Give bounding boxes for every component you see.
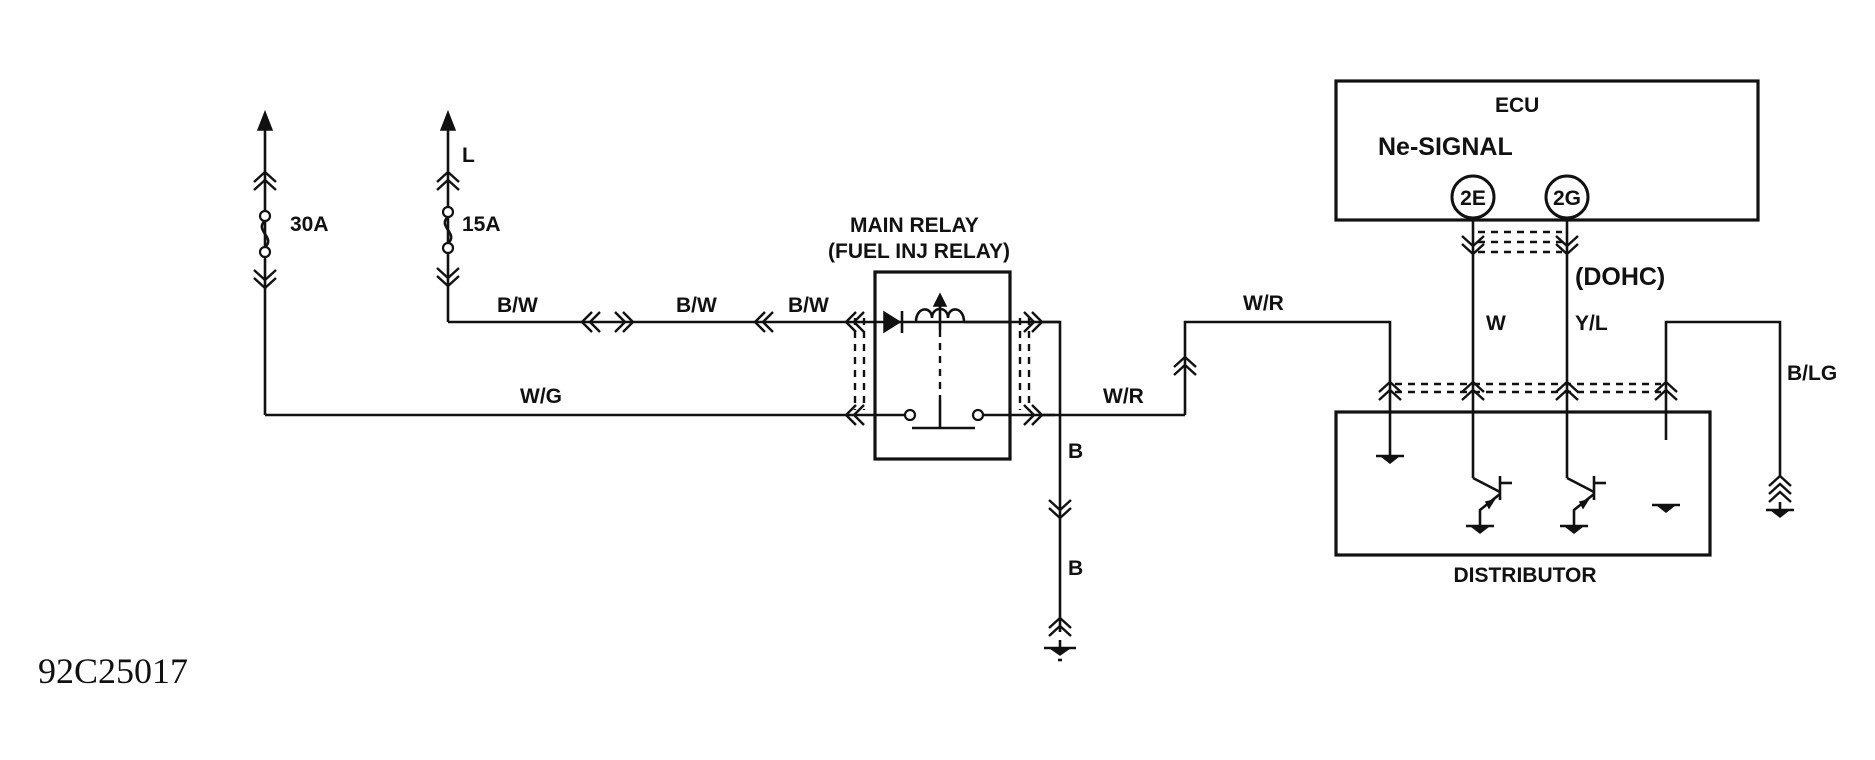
relay-switch-icon	[903, 400, 985, 430]
connector-icon	[844, 404, 865, 426]
wire-label-wr-2: W/R	[1243, 292, 1284, 315]
connector-icon	[1461, 380, 1485, 401]
connector-icon	[436, 267, 460, 288]
wire-bw: B/W B/W B/W	[448, 294, 1060, 333]
distributor-title: DISTRIBUTOR	[1453, 564, 1596, 587]
fuse-30a-label: 30A	[290, 213, 329, 236]
wire-label-wr-1: W/R	[1103, 385, 1144, 408]
connector-icon	[580, 311, 635, 333]
connector-icon	[1461, 235, 1485, 256]
wire-label-b-2: B	[1068, 557, 1083, 580]
ecu-pin-2e-label: 2E	[1460, 187, 1486, 210]
arrow-up-icon	[439, 109, 457, 131]
ecu-variant-label: (DOHC)	[1575, 263, 1665, 291]
supply-30a-branch: 30A	[253, 109, 329, 415]
ground-icon	[1466, 524, 1494, 534]
fuse-icon	[258, 209, 272, 259]
fuse-15a-label: 15A	[462, 213, 501, 236]
ground-icon	[1652, 503, 1680, 513]
ground-icon	[1560, 524, 1588, 534]
ecu: ECU Ne-SIGNAL 2E 2G (DOHC)	[1334, 79, 1760, 291]
transistor-icon	[1472, 476, 1512, 526]
relay-coil-icon	[914, 292, 966, 330]
wire-label-wg: W/G	[520, 385, 562, 408]
relay-box	[873, 270, 1012, 461]
supply-15a-branch: L 15A	[436, 109, 501, 322]
wire-wr: W/R W/R	[1103, 292, 1392, 415]
connector-icon	[753, 311, 774, 333]
ecu-pin-2g-label: 2G	[1553, 187, 1581, 210]
ecu-title: ECU	[1495, 94, 1539, 117]
ground-icon	[1044, 640, 1076, 662]
wire-label-yl: Y/L	[1575, 312, 1608, 335]
connector-icon	[1048, 616, 1072, 637]
distributor: DISTRIBUTOR	[1334, 410, 1712, 587]
distributor-connector-row	[1378, 380, 1678, 401]
wire-label-blg: B/LG	[1787, 362, 1837, 385]
fuse-icon	[441, 205, 455, 255]
connector-icon	[1555, 235, 1579, 256]
connector-icon	[1654, 380, 1678, 401]
connector-icon	[1048, 499, 1072, 520]
wire-label-bw-3: B/W	[788, 294, 829, 317]
relay-title: MAIN RELAY	[850, 214, 979, 237]
diode-icon	[883, 310, 904, 334]
wire-wg: W/G	[265, 385, 910, 426]
wire-blg: B/LG	[1664, 320, 1837, 518]
connector-icon	[1768, 474, 1792, 503]
wire-relay-output: B B	[1042, 320, 1185, 662]
relay-subtitle: (FUEL INJ RELAY)	[828, 240, 1010, 263]
figure-reference: 92C25017	[38, 651, 188, 691]
source-l-label: L	[462, 144, 475, 167]
wire-label-b-1: B	[1068, 440, 1083, 463]
ground-icon	[1376, 454, 1404, 464]
wire-ecu-signals: W Y/L	[1461, 218, 1608, 478]
connector-icon	[253, 269, 277, 290]
ecu-box	[1334, 79, 1760, 222]
ecu-signal-label: Ne-SIGNAL	[1378, 133, 1513, 161]
connector-icon	[1173, 355, 1197, 376]
connector-icon	[1555, 380, 1579, 401]
connector-icon	[436, 170, 460, 191]
transistor-icon	[1566, 476, 1606, 526]
distributor-box	[1334, 410, 1712, 557]
wire-label-bw-2: B/W	[676, 294, 717, 317]
connector-icon	[1378, 380, 1402, 401]
wire-label-w: W	[1486, 312, 1506, 335]
ground-icon	[1766, 502, 1794, 518]
connector-icon	[253, 170, 277, 191]
arrow-up-icon	[256, 109, 274, 131]
wire-label-bw-1: B/W	[497, 294, 538, 317]
main-relay: MAIN RELAY (FUEL INJ RELAY)	[828, 214, 1055, 461]
